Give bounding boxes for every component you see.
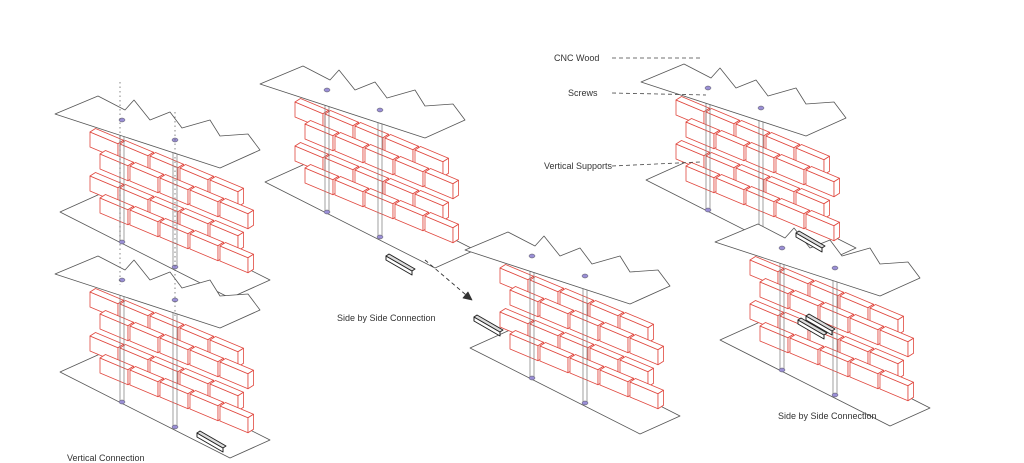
leader-vertical-supports: [611, 161, 701, 167]
right-upper-screw-a: [704, 207, 712, 213]
label-screws: Screws: [568, 88, 598, 98]
right-connector-c-b: [805, 313, 836, 332]
left-lower-brick-4-side: [237, 347, 244, 368]
right-lower-brick-19-side: [907, 381, 914, 402]
right-connector-a-b: [795, 230, 826, 249]
right-lower-brick-4-side: [897, 315, 904, 336]
middle-upper-brick-19-side: [452, 223, 459, 244]
right-upper-screw-top-b: [757, 105, 765, 111]
center-lower-brick-9-side: [657, 345, 664, 366]
left-upper-screw-top-a: [118, 117, 126, 123]
left-upper-brick-4-side: [237, 187, 244, 208]
left-lower-brick-9-side: [247, 369, 254, 390]
middle-upper-screw-top-b: [376, 107, 384, 113]
right-lower-brick-9-side: [907, 337, 914, 358]
right-lower-bottom-plate: [719, 321, 931, 427]
center-lower-screw-top-b: [581, 273, 589, 279]
left-upper-top-plate: [54, 95, 261, 169]
middle-upper-screw-top-a: [323, 87, 331, 93]
center-lower-brick-14-side: [647, 367, 654, 388]
left-lower-top-plate: [54, 255, 261, 329]
middle-upper-screw-b: [376, 234, 384, 240]
center-lower-screw-b: [581, 400, 589, 406]
left-lower-brick-14-side: [237, 391, 244, 412]
middle-arrow-line: [424, 259, 473, 301]
middle-upper-screw-a: [323, 209, 331, 215]
left-lower-bottom-plate: [59, 353, 271, 459]
right-lower-screw-a: [778, 367, 786, 373]
center-lower-screw-top-a: [528, 253, 536, 259]
left-upper-brick-9-side: [247, 209, 254, 230]
left-upper-bottom-plate: [59, 193, 271, 299]
right-lower-top-plate: [714, 223, 921, 297]
right-upper-brick-19-side: [833, 221, 840, 242]
center-lower-brick-4-side: [647, 323, 654, 344]
right-upper-brick-14-side: [823, 199, 830, 220]
label-side-by-side-connection-right: Side by Side Connection: [778, 411, 877, 421]
middle-arrow-head: [462, 291, 473, 301]
right-lower-screw-top-a: [778, 245, 786, 251]
center-lower-top-plate: [464, 231, 671, 305]
right-lower-screw-b: [831, 392, 839, 398]
middle-upper-brick-4-side: [442, 157, 449, 178]
left-lower-screw-top-a: [118, 277, 126, 283]
right-upper-brick-9-side: [833, 177, 840, 198]
left-upper-screw-a: [118, 239, 126, 245]
center-lower-brick-19-side: [657, 389, 664, 410]
left-upper-brick-19-side: [247, 253, 254, 274]
middle-upper-brick-14-side: [442, 201, 449, 222]
right-lower-screw-top-b: [831, 265, 839, 271]
left-upper-brick-14-side: [237, 231, 244, 252]
center-connector-b: [473, 314, 504, 333]
middle-connector-b: [385, 253, 416, 272]
center-lower-bottom-plate: [469, 329, 681, 435]
left-lower-brick-19-side: [247, 413, 254, 434]
left-lower-screw-a: [118, 399, 126, 405]
left-lower-screw-b: [171, 424, 179, 430]
left-connector-b: [196, 430, 227, 449]
right-connector-b-b: [797, 317, 828, 336]
middle-upper-top-plate: [259, 65, 466, 139]
label-vertical-connection: Vertical Connection: [67, 453, 145, 463]
middle-upper-brick-9-side: [452, 179, 459, 200]
label-cnc-wood: CNC Wood: [554, 53, 600, 63]
label-side-by-side-connection-middle: Side by Side Connection: [337, 313, 436, 323]
right-upper-brick-4-side: [823, 155, 830, 176]
right-upper-top-plate: [640, 63, 847, 137]
center-lower-screw-a: [528, 375, 536, 381]
right-upper-screw-top-a: [704, 85, 712, 91]
right-lower-brick-14-side: [897, 359, 904, 380]
label-vertical-supports: Vertical Supports: [544, 161, 613, 171]
leader-screws: [611, 92, 707, 96]
